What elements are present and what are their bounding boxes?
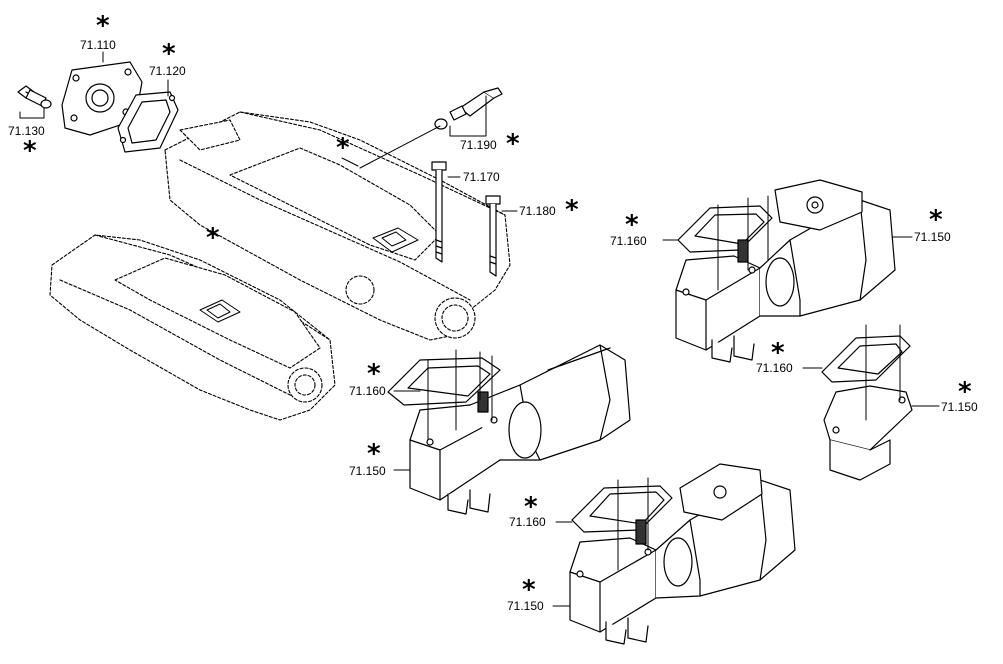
star-marker: * bbox=[23, 136, 37, 166]
star-marker: * bbox=[336, 133, 350, 163]
label-71-130: 71.130 bbox=[8, 124, 45, 138]
secondary-housing bbox=[49, 234, 336, 421]
valve-assembly-bottom bbox=[569, 463, 796, 645]
leader-lines bbox=[19, 51, 940, 607]
star-marker: * bbox=[625, 210, 639, 240]
long-bolt-180 bbox=[485, 195, 501, 277]
star-marker: * bbox=[958, 377, 972, 407]
star-marker: * bbox=[162, 39, 176, 69]
long-bolt-170 bbox=[431, 161, 447, 263]
star-marker: * bbox=[929, 205, 943, 235]
label-71-150: 71.150 bbox=[914, 230, 951, 244]
label-71-190: 71.190 bbox=[460, 138, 497, 152]
valve-assembly-center bbox=[387, 344, 631, 515]
star-marker: * bbox=[506, 129, 520, 159]
valve-assembly-upper-right bbox=[675, 179, 896, 363]
label-71-150: 71.150 bbox=[349, 464, 386, 478]
label-71-110: 71.110 bbox=[80, 38, 116, 52]
star-marker: * bbox=[367, 359, 381, 389]
label-71-160: 71.160 bbox=[349, 384, 386, 398]
label-71-160: 71.160 bbox=[610, 234, 647, 248]
valve-assembly-right-small bbox=[821, 335, 913, 481]
label-71-160: 71.160 bbox=[509, 515, 546, 529]
label-71-160: 71.160 bbox=[756, 361, 793, 375]
main-housing-logo bbox=[372, 227, 419, 253]
label-71-180: 71.180 bbox=[519, 204, 556, 218]
main-housing-rear bbox=[164, 111, 511, 341]
star-marker: * bbox=[771, 338, 785, 368]
star-marker: * bbox=[96, 11, 110, 41]
secondary-housing-logo bbox=[199, 299, 241, 323]
star-marker: * bbox=[524, 492, 538, 522]
star-marker: * bbox=[522, 575, 536, 605]
bolt-and-washer bbox=[17, 85, 52, 109]
cover-flange bbox=[61, 61, 143, 136]
label-71-170: 71.170 bbox=[463, 170, 500, 184]
label-71-120: 71.120 bbox=[149, 64, 186, 78]
star-marker: * bbox=[206, 223, 220, 253]
star-marker: * bbox=[367, 439, 381, 469]
label-71-150: 71.150 bbox=[941, 400, 978, 414]
sensor-plug bbox=[434, 87, 503, 130]
flange-gasket bbox=[117, 91, 179, 153]
star-marker: * bbox=[565, 195, 579, 225]
label-71-150: 71.150 bbox=[507, 599, 544, 613]
